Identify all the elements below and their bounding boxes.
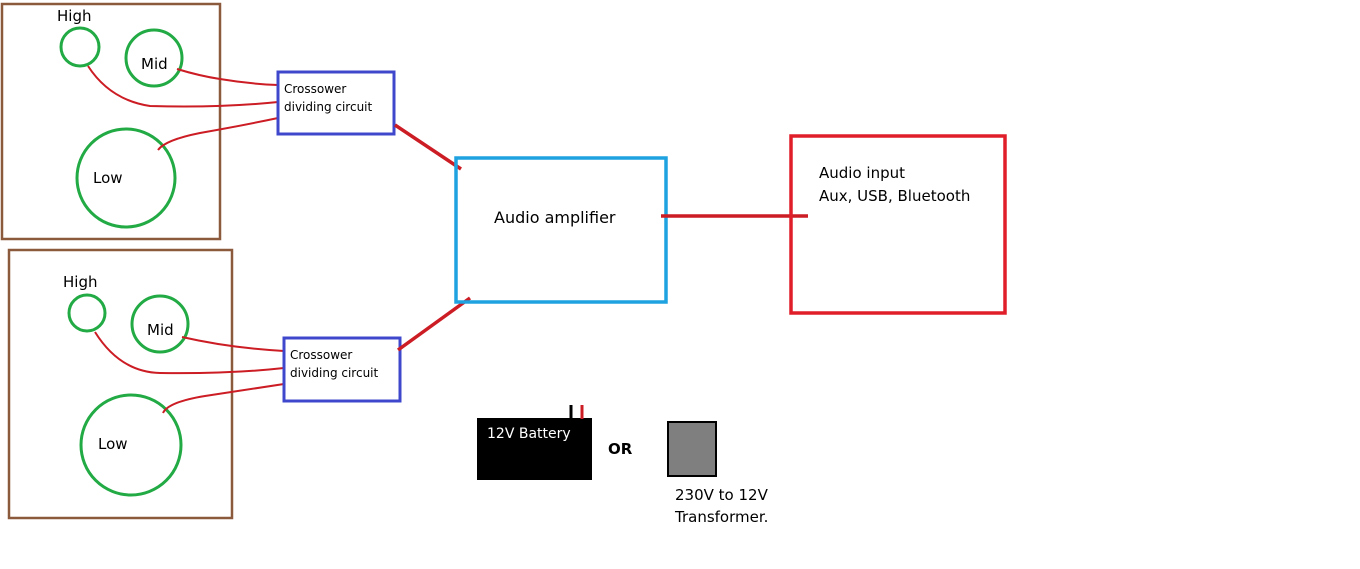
audio-input-title: Audio input [819, 164, 905, 182]
crossover-1-line1: Crossower [284, 82, 347, 96]
transformer-label-line2: Transformer. [675, 508, 769, 526]
wire-speaker-2-low [162, 383, 285, 414]
battery-block [477, 418, 592, 480]
wire-crossover-1-amp [394, 123, 462, 171]
crossover-2-line1: Crossower [290, 348, 353, 362]
battery-label: 12V Battery [487, 426, 571, 442]
transformer-block [667, 421, 717, 477]
transformer-label-line1: 230V to 12V [675, 486, 768, 504]
speaker-1-mid-driver [124, 28, 184, 88]
speaker-1-high-label: High [57, 7, 92, 25]
speaker-2-mid-driver [130, 294, 190, 354]
speaker-2-high-label: High [63, 273, 98, 291]
crossover-2-line2: dividing circuit [290, 366, 379, 380]
wire-speaker-1-high [87, 65, 279, 108]
speaker-1-low-driver [75, 127, 177, 229]
speaker-2-low-label: Low [98, 435, 128, 453]
crossover-1-line2: dividing circuit [284, 100, 373, 114]
amplifier-label: Audio amplifier [494, 208, 616, 227]
speaker-box-1 [0, 2, 222, 241]
speaker-1-high-driver [59, 26, 101, 68]
speaker-1-low-label: Low [93, 169, 123, 187]
speaker-2-mid-label: Mid [147, 321, 174, 339]
wire-crossover-2-amp [396, 296, 472, 352]
speaker-2-low-driver [79, 393, 183, 497]
wire-speaker-2-high [94, 331, 285, 375]
wire-speaker-2-mid [181, 336, 285, 352]
wire-speaker-1-low [157, 117, 279, 151]
speaker-1-mid-label: Mid [141, 55, 168, 73]
crossover-box-2 [282, 336, 402, 403]
crossover-box-1 [276, 70, 396, 136]
speaker-2-high-driver [67, 293, 107, 333]
amplifier-box [454, 156, 668, 304]
audio-input-box [789, 134, 1007, 315]
audio-input-sources: Aux, USB, Bluetooth [819, 187, 971, 205]
speaker-box-2 [7, 248, 234, 520]
wire-speaker-1-mid [176, 68, 279, 86]
or-label: OR [608, 440, 633, 458]
